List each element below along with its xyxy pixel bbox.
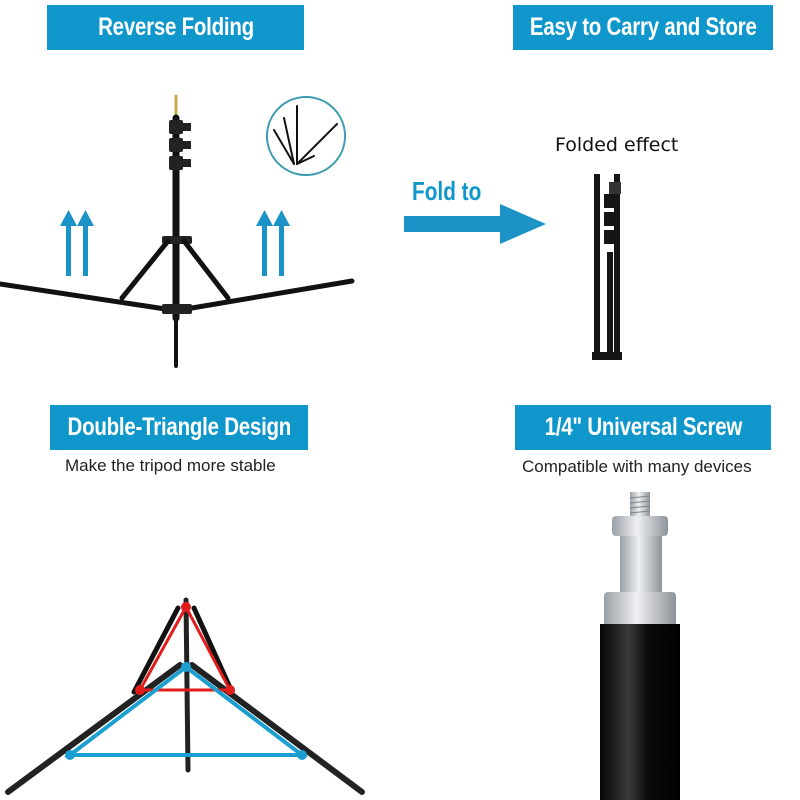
folded-effect-caption: Folded effect [555, 134, 679, 156]
tripod-unfolded-icon [0, 94, 355, 368]
tripod-folded-icon [592, 174, 622, 360]
banner-double-triangle: Double-Triangle Design [50, 405, 308, 450]
screw-pole-icon [600, 492, 680, 800]
universal-screw-subtitle: Compatible with many devices [522, 457, 752, 476]
banner-title: 1/4" Universal Screw [544, 413, 742, 441]
banner-reverse-folding: Reverse Folding [47, 5, 304, 50]
fold-to-label: Fold to [412, 176, 482, 206]
right-arrow-icon [404, 204, 546, 244]
banner-title: Easy to Carry and Store [529, 13, 757, 41]
double-triangle-diagram-icon [5, 517, 365, 795]
banner-universal-screw: 1/4" Universal Screw [515, 405, 771, 450]
up-arrows-right-icon [256, 210, 290, 276]
double-triangle-subtitle: Make the tripod more stable [65, 456, 276, 475]
inset-folded-legs-icon [266, 96, 346, 176]
banner-title: Reverse Folding [97, 13, 254, 41]
up-arrows-left-icon [60, 210, 94, 276]
banner-easy-to-carry: Easy to Carry and Store [513, 5, 773, 50]
banner-title: Double-Triangle Design [67, 413, 291, 441]
